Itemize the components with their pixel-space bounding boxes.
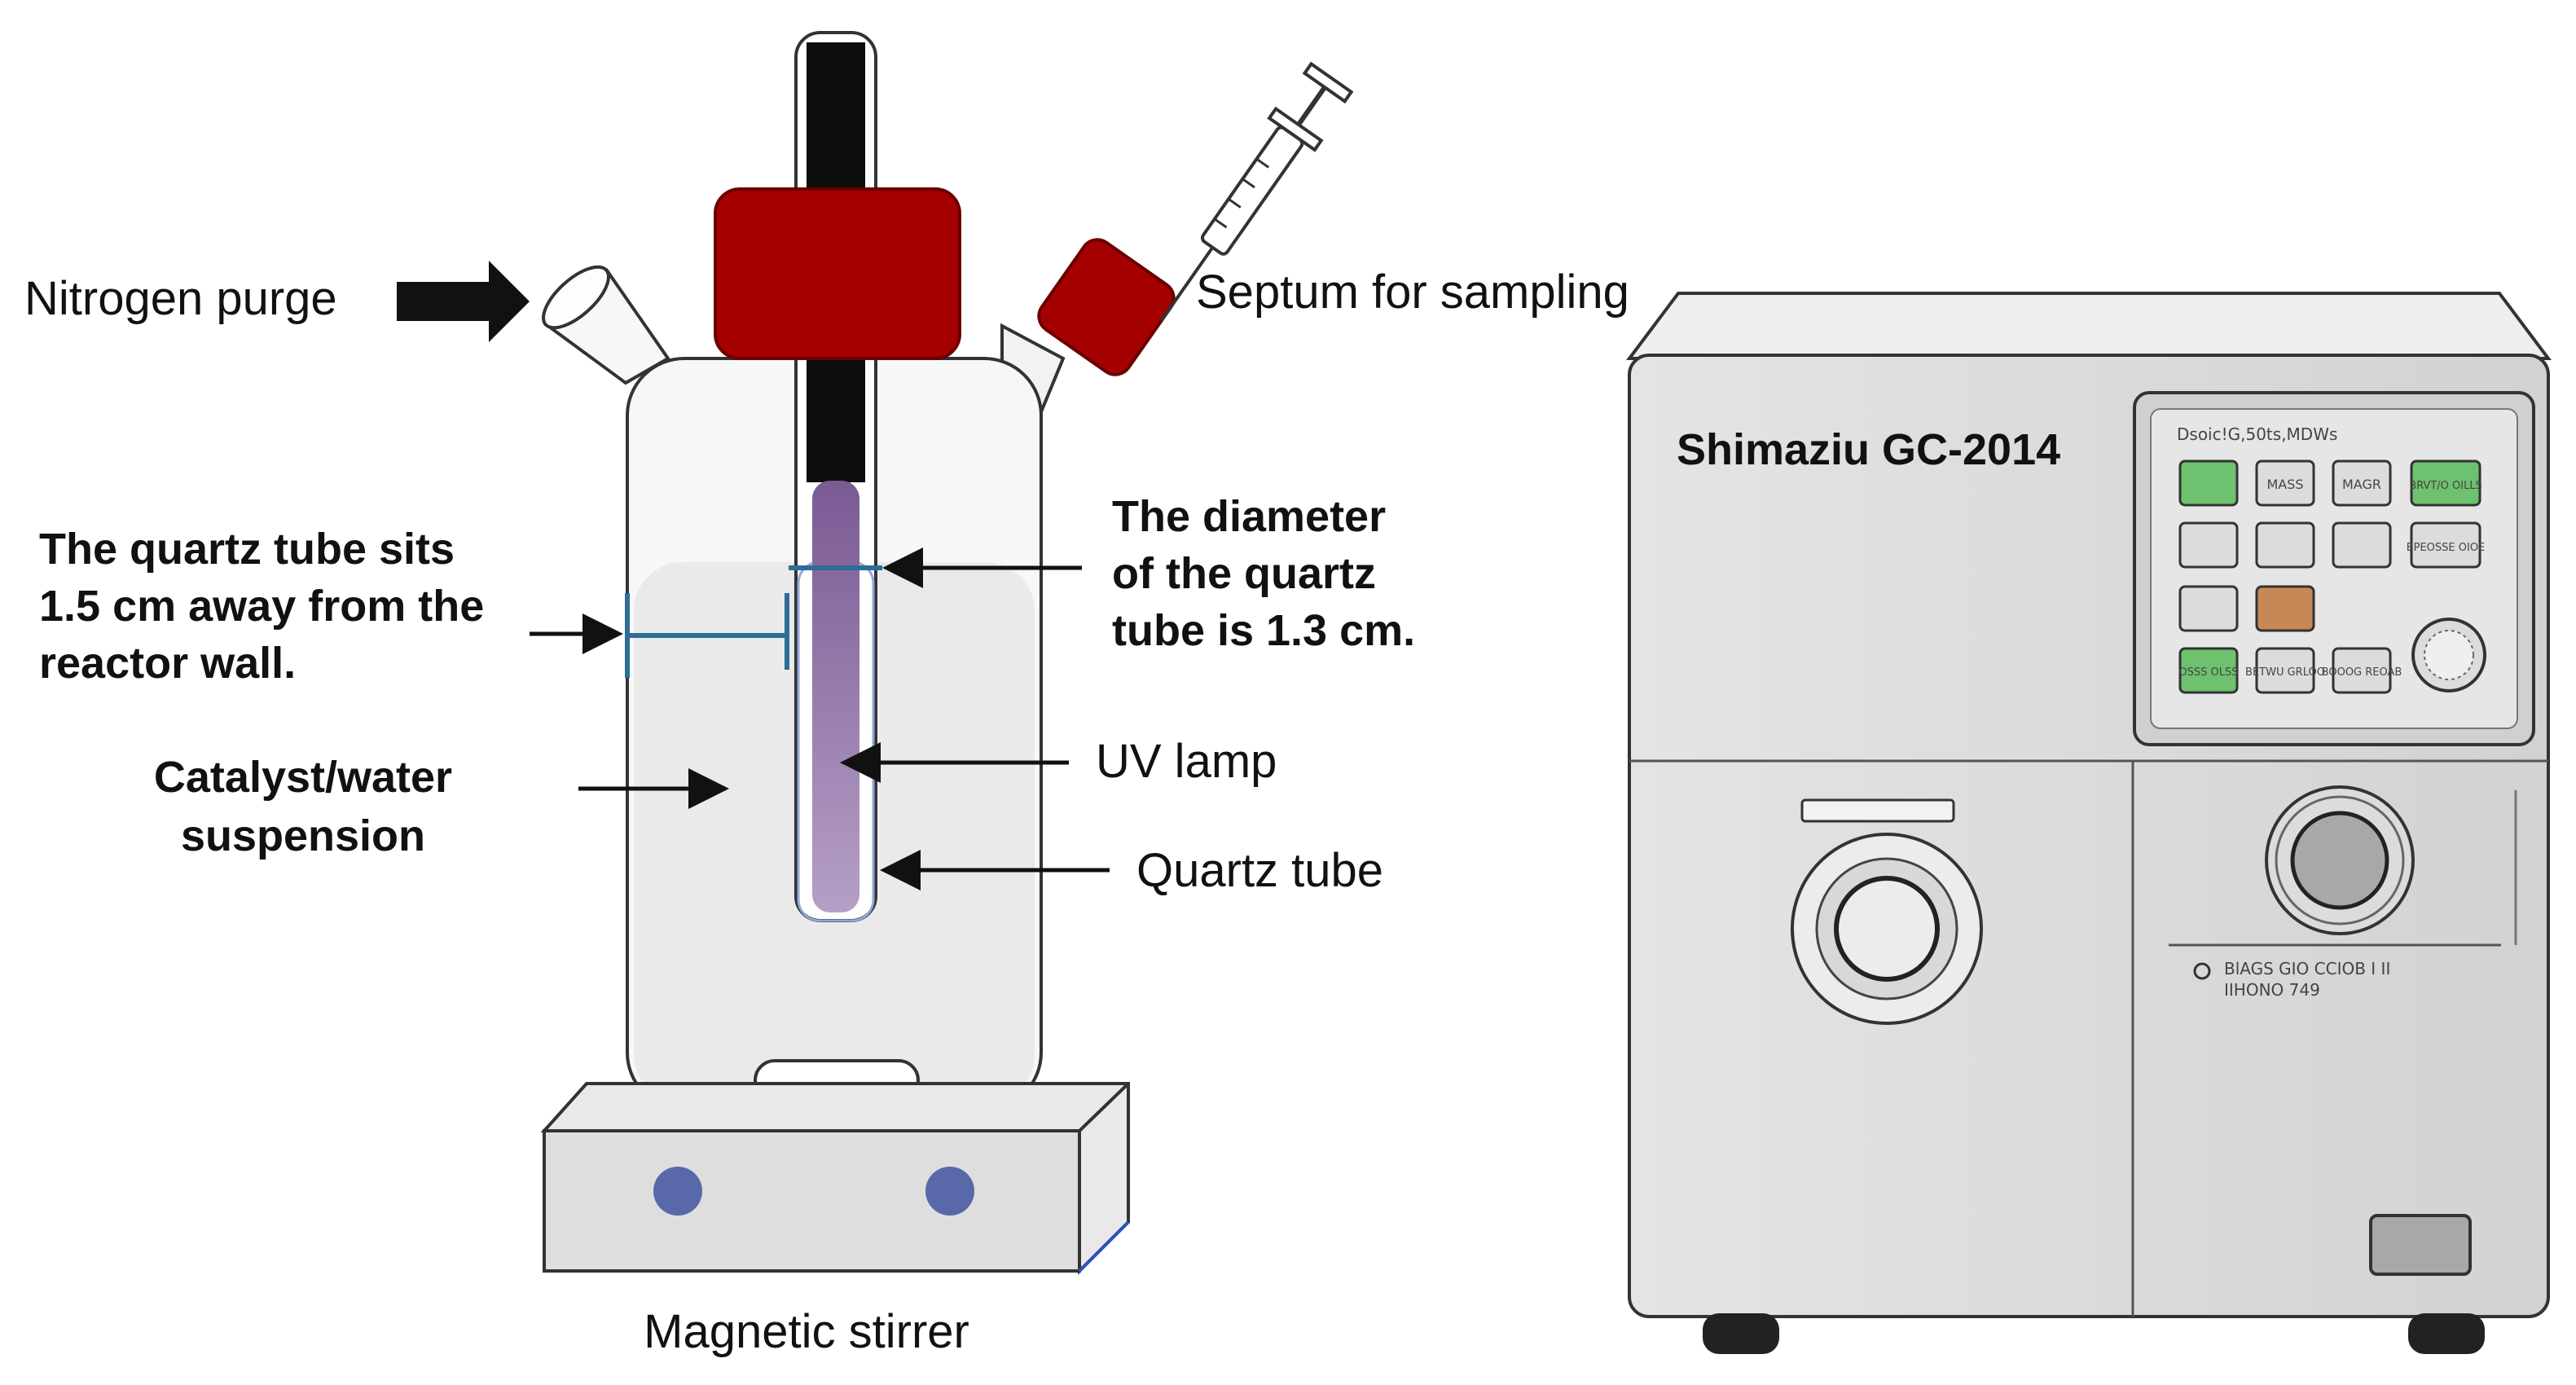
nitrogen-inlet-neck (542, 265, 670, 385)
gc-name: Shimaziu GC-2014 (1677, 425, 2060, 474)
panel-button-r1c2[interactable] (2255, 459, 2315, 507)
label-suspension-line2: suspension (181, 811, 425, 860)
panel-button-r2c2[interactable] (2255, 521, 2315, 569)
syringe (1159, 61, 1354, 322)
panel-button-r2c1[interactable] (2178, 521, 2239, 569)
panel-button-r4c3-label: BOOOG REOAB (2322, 666, 2402, 679)
panel-button-r4c1[interactable] (2178, 647, 2239, 694)
panel-button-r4c3[interactable] (2332, 647, 2392, 694)
gc-status-icon (2193, 962, 2211, 980)
label-uv-lamp: UV lamp (1096, 735, 1277, 788)
panel-button-r4c1-label: OSSS OLSS (2178, 666, 2238, 679)
label-quartz-tube: Quartz tube (1136, 844, 1383, 897)
label-septum: Septum for sampling (1196, 266, 1629, 319)
gc-port-label-line1: BlAGS GIO CCIOB I II (2224, 959, 2390, 978)
gc-detector-knob[interactable] (2290, 811, 2389, 910)
panel-button-r3c1[interactable] (2178, 585, 2239, 632)
label-wall-gap-line1: The quartz tube sits (39, 525, 455, 574)
panel-header: Dsoic!G,50ts,MDWs (2177, 424, 2337, 444)
panel-button-r1c3[interactable] (2332, 459, 2392, 507)
panel-button-r2c3[interactable] (2332, 521, 2392, 569)
septum-cap (1037, 238, 1176, 376)
stirrer-knob-right (925, 1167, 974, 1216)
panel-button-r1c4-label: BRVT/O OILLS (2409, 480, 2482, 492)
panel-button-r4c2-label: BETWU GRLOO (2245, 666, 2325, 679)
panel-button-orange[interactable] (2255, 585, 2315, 632)
gc-vent (2369, 1214, 2472, 1276)
reactor-assembly (540, 31, 1354, 1275)
nitrogen-arrow (397, 261, 530, 342)
panel-button-r1c2-label: MASS (2266, 477, 2303, 492)
label-wall-gap-line3: reactor wall. (39, 639, 296, 688)
magnetic-stirrer (540, 1082, 1130, 1275)
panel-button-r1c1[interactable] (2178, 459, 2239, 507)
gc-injector-port[interactable] (1834, 876, 1940, 982)
gas-chromatograph: Shimaziu GC-2014 Dsoic!G,50ts,MDWs MASS … (1626, 292, 2552, 1354)
red-cap (714, 187, 961, 360)
gc-foot-left (1703, 1313, 1779, 1354)
panel-button-r1c3-label: MAGR (2342, 477, 2381, 492)
panel-button-r2c4-label: BPEOSSE OIOE (2407, 542, 2486, 554)
uv-lamp (812, 481, 859, 912)
label-diameter-line2: of the quartz (1112, 549, 1376, 598)
gc-control-panel: Dsoic!G,50ts,MDWs MASS MAGR BRVT/O OILLS… (2133, 391, 2535, 746)
stirrer-knob-left (653, 1167, 702, 1216)
gc-port-label-line2: IIHONO 749 (2224, 980, 2320, 1000)
label-magnetic-stirrer: Magnetic stirrer (644, 1305, 969, 1358)
gc-foot-right (2408, 1313, 2485, 1354)
label-diameter-line1: The diameter (1112, 492, 1386, 541)
label-wall-gap-line2: 1.5 cm away from the (39, 582, 484, 631)
gc-door-handle[interactable] (1800, 798, 1955, 823)
panel-button-r2c4[interactable] (2410, 521, 2481, 569)
panel-button-r1c4[interactable] (2410, 459, 2481, 507)
panel-button-r4c2[interactable] (2255, 647, 2315, 694)
label-suspension-line1: Catalyst/water (154, 753, 452, 802)
label-diameter-line3: tube is 1.3 cm. (1112, 606, 1415, 655)
wall-gap-dimension (625, 593, 789, 678)
label-nitrogen-purge: Nitrogen purge (24, 272, 337, 325)
